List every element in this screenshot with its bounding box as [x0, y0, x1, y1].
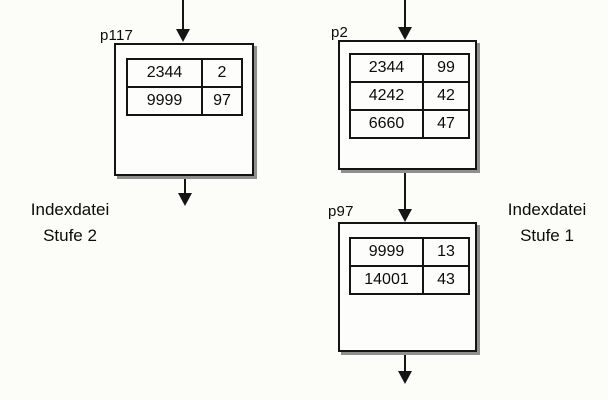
table-row: 6660 47: [351, 111, 468, 137]
index-table-p117: 2344 2 9999 97: [126, 58, 243, 116]
table-row: 9999 13: [351, 239, 468, 267]
key-cell: 6660: [351, 111, 424, 137]
key-cell: 9999: [128, 88, 203, 114]
key-cell: 14001: [351, 267, 424, 293]
arrowhead-down-icon: [398, 209, 412, 222]
pointer-cell: 42: [437, 87, 455, 104]
table-row: 4242 42: [351, 83, 468, 111]
table-row: 2344 99: [351, 55, 468, 83]
arrowhead-down-icon: [178, 193, 192, 206]
arrowhead-down-icon: [176, 29, 190, 42]
arrow-shaft: [404, 0, 406, 28]
arrowhead-down-icon: [398, 27, 412, 40]
pointer-cell: 43: [437, 271, 455, 288]
node-label-p117: p117: [100, 27, 134, 44]
arrow-shaft: [182, 0, 184, 30]
arrow-shaft: [404, 170, 406, 210]
table-row: 9999 97: [128, 88, 241, 114]
pointer-cell: 97: [213, 92, 231, 109]
node-label-p97: p97: [328, 203, 354, 220]
node-box-p2: 2344 99 4242 42 6660 47: [338, 40, 477, 170]
key-cell: 2344: [128, 60, 203, 86]
node-box-p117: 2344 2 9999 97: [114, 43, 254, 176]
caption-line-2: Stufe 2: [43, 226, 97, 245]
pointer-cell: 99: [437, 59, 455, 76]
table-row: 2344 2: [128, 60, 241, 88]
arrow-shaft: [184, 176, 186, 194]
arrow-shaft: [404, 352, 406, 372]
key-cell: 4242: [351, 83, 424, 109]
pointer-cell: 13: [437, 243, 455, 260]
arrowhead-down-icon: [398, 371, 412, 384]
table-row: 14001 43: [351, 267, 468, 293]
caption-line-1: Indexdatei: [30, 200, 110, 219]
node-box-p97: 9999 13 14001 43: [338, 222, 477, 352]
key-cell: 2344: [351, 55, 424, 81]
node-label-p2: p2: [331, 24, 349, 41]
index-table-p2: 2344 99 4242 42 6660 47: [349, 53, 470, 139]
caption-line-1: Indexdatei: [507, 200, 587, 219]
pointer-cell: 2: [217, 64, 227, 81]
caption-indexdatei-stufe-1: Indexdatei Stufe 1: [490, 197, 604, 249]
caption-indexdatei-stufe-2: Indexdatei Stufe 2: [12, 197, 128, 249]
caption-line-2: Stufe 1: [520, 226, 574, 245]
pointer-cell: 47: [437, 115, 455, 132]
index-table-p97: 9999 13 14001 43: [349, 237, 470, 295]
key-cell: 9999: [351, 239, 424, 265]
